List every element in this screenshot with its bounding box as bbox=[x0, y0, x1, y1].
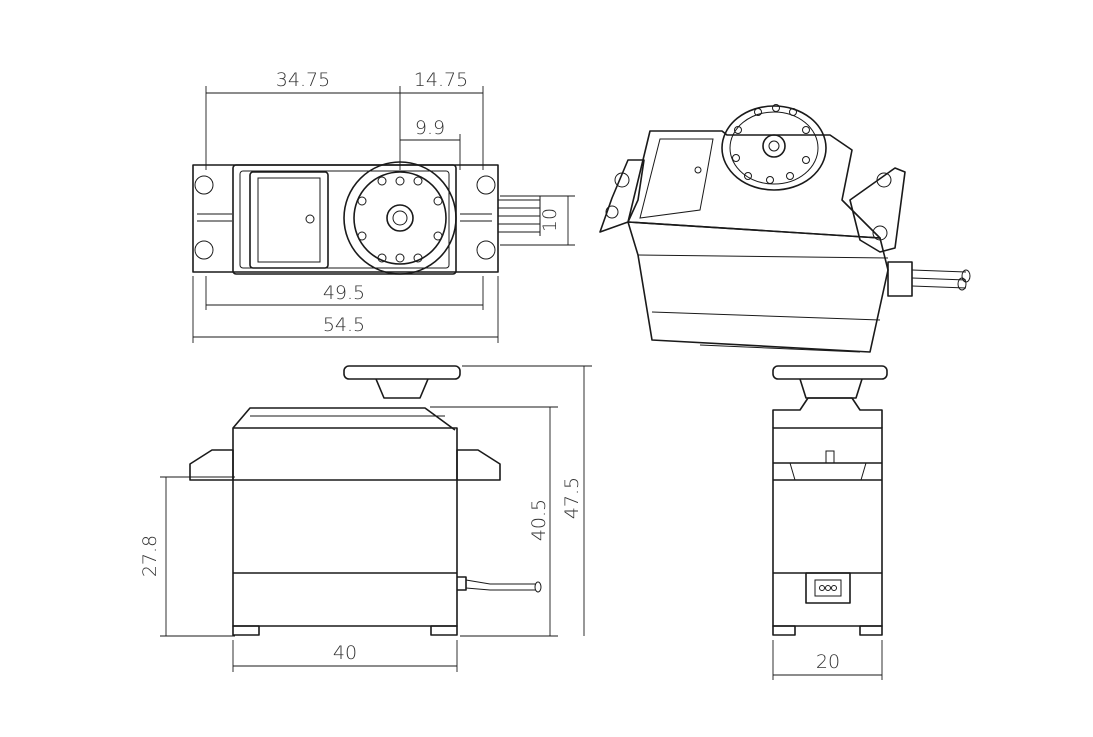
isometric-view bbox=[599, 104, 971, 353]
end-view-dimensions: 20 bbox=[772, 640, 883, 680]
dim-overall-length: 54.5 bbox=[323, 314, 365, 336]
dim-body-height: 40.5 bbox=[528, 499, 550, 541]
top-view-dimensions: 34.75 14.75 9.9 10 49.5 54.5 bbox=[192, 69, 575, 343]
front-view-dimensions: 27.8 40.5 47.5 40 bbox=[139, 365, 592, 672]
dim-shaft-offset: 9.9 bbox=[415, 117, 445, 139]
dim-body-length: 40 bbox=[333, 642, 357, 664]
dim-flange-height: 27.8 bbox=[139, 535, 161, 577]
top-view bbox=[192, 161, 541, 275]
dim-body-width: 20 bbox=[816, 651, 840, 673]
dim-mount-hole-span: 49.5 bbox=[323, 282, 365, 304]
dim-top-left-width: 34.75 bbox=[276, 69, 330, 91]
dim-overall-height: 47.5 bbox=[561, 477, 583, 519]
front-view bbox=[189, 365, 542, 636]
dim-wire-height: 10 bbox=[539, 208, 561, 232]
dim-top-right-width: 14.75 bbox=[414, 69, 468, 91]
end-view bbox=[772, 365, 888, 636]
